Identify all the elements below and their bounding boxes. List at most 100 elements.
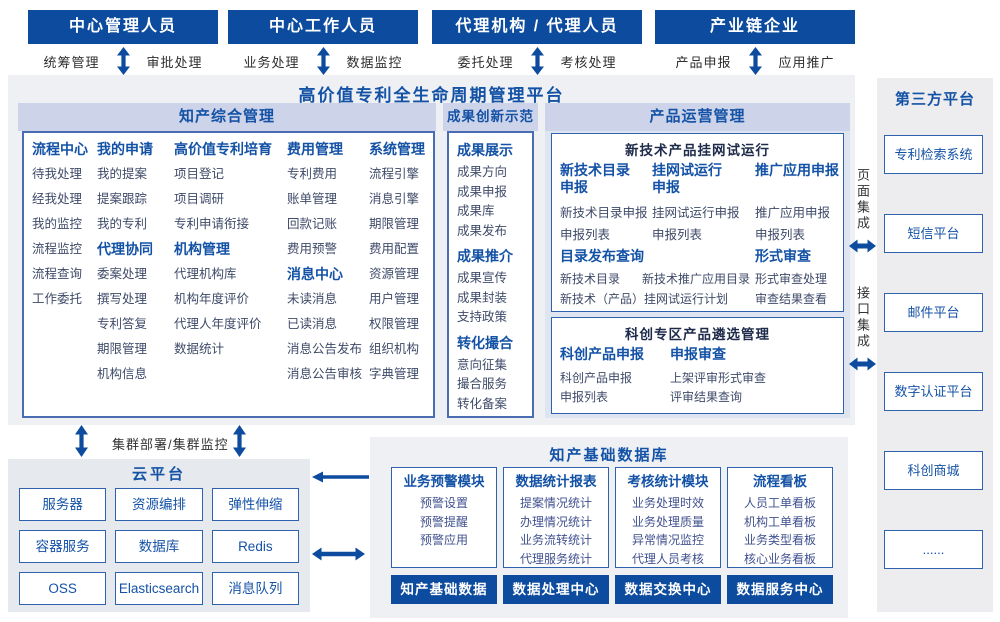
menu-item: 成果申报: [457, 184, 508, 199]
menu-heading: 系统管理: [369, 141, 425, 157]
role-label-right: 考核处理: [560, 54, 617, 70]
menu-item: 项目调研: [174, 192, 225, 206]
menu-item: 代理人年度评价: [174, 317, 262, 331]
menu-item: 申报列表: [560, 390, 609, 404]
menu-heading: 我的申请: [97, 141, 153, 157]
menu-block: 成果推介 成果宣传成果封装支持政策: [457, 247, 528, 328]
selection-column: 科创产品申报 科创产品申报 申报列表: [560, 346, 660, 404]
module-item: 业务流转统计: [519, 533, 592, 547]
ip-column-fees: 费用管理 专利费用账单管理回款记账费用预警 消息中心 未读消息已读消息消息公告发…: [287, 141, 362, 391]
third-party-platform-box: 数字认证平台: [884, 372, 983, 411]
menu-heading: 挂网试运行申报: [652, 162, 722, 195]
ip-column-cultivation: 高价值专利培育 项目登记项目调研专利申请衔接 机构管理 代理机构库机构年度评价代…: [174, 141, 272, 366]
ip-database-panel: 知产基础数据库 业务预警模块 预警设置预警提醒预警应用 数据统计报表 提案情况统…: [370, 437, 848, 618]
module-item: 人员工单看板: [743, 496, 816, 510]
cloud-service-box: 容器服务: [19, 530, 107, 563]
trial-column: 挂网试运行申报 挂网试运行申报申报列表: [652, 162, 750, 246]
menu-item: 撮合服务: [457, 377, 508, 391]
db-modules-row: 业务预警模块 预警设置预警提醒预警应用 数据统计报表 提案情况统计办理情况统计业…: [391, 467, 833, 568]
selection-column: 申报审查 上架评审形式审查 评审结果查询: [670, 346, 790, 404]
menu-block: 流程中心 待我处理经我处理我的监控流程监控流程查询工作委托: [32, 141, 88, 308]
role-label-left: 委托处理: [457, 54, 514, 70]
module-item: 业务处理时效: [631, 496, 704, 510]
menu-item: 专利申请衔接: [174, 217, 250, 231]
menu-item: 字典管理: [369, 367, 420, 381]
menu-item: 新技术目录: [560, 272, 621, 286]
menu-item: 未读消息: [287, 292, 338, 306]
horizontal-bidirectional-arrow-icon: [312, 547, 365, 561]
cloud-service-box: 资源编排: [115, 488, 203, 521]
role-header: 代理机构 / 代理人员: [432, 10, 642, 44]
vertical-bidirectional-arrow-icon: [116, 47, 131, 75]
menu-item: 流程监控: [32, 242, 83, 256]
section-title: 知产综合管理: [18, 103, 436, 131]
db-module-kanban: 流程看板 人员工单看板机构工单看板业务类型看板核心业务看板: [727, 467, 833, 568]
left-arrow-icon: [312, 471, 369, 483]
menu-item: 申报列表: [560, 228, 611, 242]
role-header: 中心工作人员: [228, 10, 418, 44]
vertical-bidirectional-arrow-icon: [530, 47, 545, 75]
section-title: 成果创新示范: [443, 103, 538, 131]
menu-block: 高价值专利培育 项目登记项目调研专利申请衔接: [174, 141, 272, 233]
menu-item: 转化备案: [457, 396, 508, 411]
menu-heading: 消息中心: [287, 266, 343, 282]
role-label-left: 业务处理: [243, 54, 300, 70]
third-party-title: 第三方平台: [894, 91, 975, 108]
menu-item: 支持政策: [457, 310, 508, 324]
db-module-warning: 业务预警模块 预警设置预警提醒预警应用: [391, 467, 497, 568]
menu-item: 账单管理: [287, 192, 338, 206]
module-item: 代理服务统计: [519, 551, 592, 566]
section-product-operations: 产品运营管理 新技术产品挂网试运行 新技术目录申报 新技术目录申报申报列表 挂网…: [545, 103, 850, 418]
ip-database-title: 知产基础数据库: [549, 447, 669, 464]
module-item: 办理情况统计: [519, 514, 592, 529]
menu-item: 形式审查处理: [755, 272, 828, 286]
menu-item: 专利费用: [287, 167, 338, 181]
cloud-service-box: Elasticsearch: [115, 572, 203, 605]
module-item: 预警提醒: [419, 514, 468, 529]
vertical-bidirectional-arrow-icon: [232, 425, 247, 457]
module-item: 异常情况监控: [631, 533, 704, 547]
cloud-service-box: 数据库: [115, 530, 203, 563]
menu-item: 新技术推广应用目录: [642, 272, 751, 286]
trial-run-title: 新技术产品挂网试运行: [625, 143, 770, 158]
data-center-box: 数据处理中心: [503, 575, 609, 604]
menu-block: 费用管理 专利费用账单管理回款记账费用预警: [287, 141, 362, 258]
menu-item: 流程引擎: [369, 167, 420, 181]
menu-item: 科创产品申报: [560, 371, 633, 385]
role-group-center-managers: 中心管理人员 统筹管理 审批处理: [28, 10, 218, 78]
module-heading: 流程看板: [753, 474, 807, 489]
menu-heading: 成果推介: [457, 248, 513, 264]
menu-item: 新技术目录申报: [560, 206, 648, 220]
menu-heading: 科创产品申报: [560, 346, 644, 362]
module-item: 核心业务看板: [743, 551, 816, 566]
menu-block: 系统管理 流程引擎消息引擎期限管理费用配置资源管理用户管理权限管理组织机构字典管…: [369, 141, 425, 383]
menu-item: 机构年度评价: [174, 292, 250, 306]
platform-title: 高价值专利全生命周期管理平台: [298, 86, 565, 105]
cloud-service-box: OSS: [19, 572, 107, 605]
data-center-box: 知产基础数据: [391, 575, 497, 604]
menu-item: 我的监控: [32, 217, 83, 231]
menu-item: 评审结果查询: [670, 390, 743, 404]
menu-item: 成果库: [457, 204, 495, 218]
menu-heading: 费用管理: [287, 141, 343, 157]
ip-column-applications: 我的申请 我的提案提案跟踪我的专利 代理协同 委案处理撰写处理专利答复期限管理机…: [97, 141, 153, 391]
menu-item: 消息公告审核: [287, 367, 363, 381]
section-ip-management: 知产综合管理 流程中心 待我处理经我处理我的监控流程监控流程查询工作委托 我的申…: [18, 103, 436, 418]
third-party-platform-box: 科创商城: [884, 451, 983, 490]
third-party-platform-box: 邮件平台: [884, 293, 983, 332]
menu-item: 委案处理: [97, 267, 148, 281]
third-party-platform-box: 短信平台: [884, 214, 983, 253]
db-module-assessment: 考核统计模块 业务处理时效业务处理质量异常情况监控代理人员考核: [615, 467, 721, 568]
menu-item: 审查结果查看: [755, 292, 828, 306]
role-group-agencies: 代理机构 / 代理人员 委托处理 考核处理: [432, 10, 642, 78]
menu-item: 新技术（产品）挂网试运行计划: [560, 292, 729, 306]
menu-item: 成果封装: [457, 290, 508, 305]
menu-item: 上架评审形式审查: [670, 371, 767, 385]
module-item: 预警应用: [419, 533, 468, 547]
module-item: 代理人员考核: [631, 551, 704, 566]
trial-run-box: 新技术产品挂网试运行 新技术目录申报 新技术目录申报申报列表 挂网试运行申报 挂…: [551, 133, 844, 312]
selection-box: 科创专区产品遴选管理 科创产品申报 科创产品申报 申报列表 申报审查 上架评审形…: [551, 317, 844, 414]
cloud-platform-title: 云平台: [131, 466, 186, 483]
menu-item: 意向征集: [457, 357, 508, 372]
module-item: 提案情况统计: [519, 496, 592, 510]
